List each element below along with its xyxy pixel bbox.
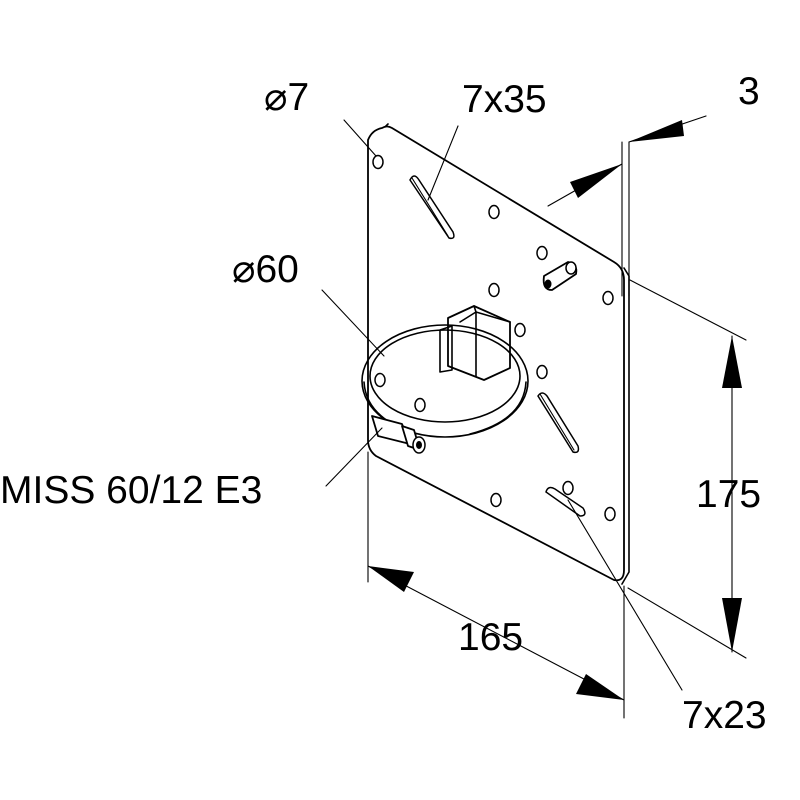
leader-lines: [321, 119, 683, 691]
clamp-diameter-label: ⌀60: [232, 248, 299, 291]
plate-holes: [372, 154, 616, 522]
height-label: 175: [696, 473, 761, 516]
product-code-label: MISS 60/12 E3: [0, 469, 262, 512]
thickness-label: 3: [738, 70, 760, 113]
clamp-bracket: [439, 305, 511, 381]
slot-7x23: [545, 486, 586, 517]
height-dimension: [627, 279, 747, 659]
clamp-screw: [371, 415, 426, 454]
hole-diameter-label: ⌀7: [264, 76, 309, 119]
slot-bottom-label: 7x23: [682, 694, 767, 737]
width-dimension: [367, 451, 625, 719]
slot-7x35-lower: [537, 392, 580, 454]
thickness-dimension: [547, 115, 707, 297]
slot-top-label: 7x35: [462, 78, 547, 121]
slot-7x35-top: [409, 175, 455, 240]
clamp-ring: [361, 324, 529, 438]
width-label: 165: [458, 616, 523, 659]
stud-bolt: [542, 261, 578, 291]
